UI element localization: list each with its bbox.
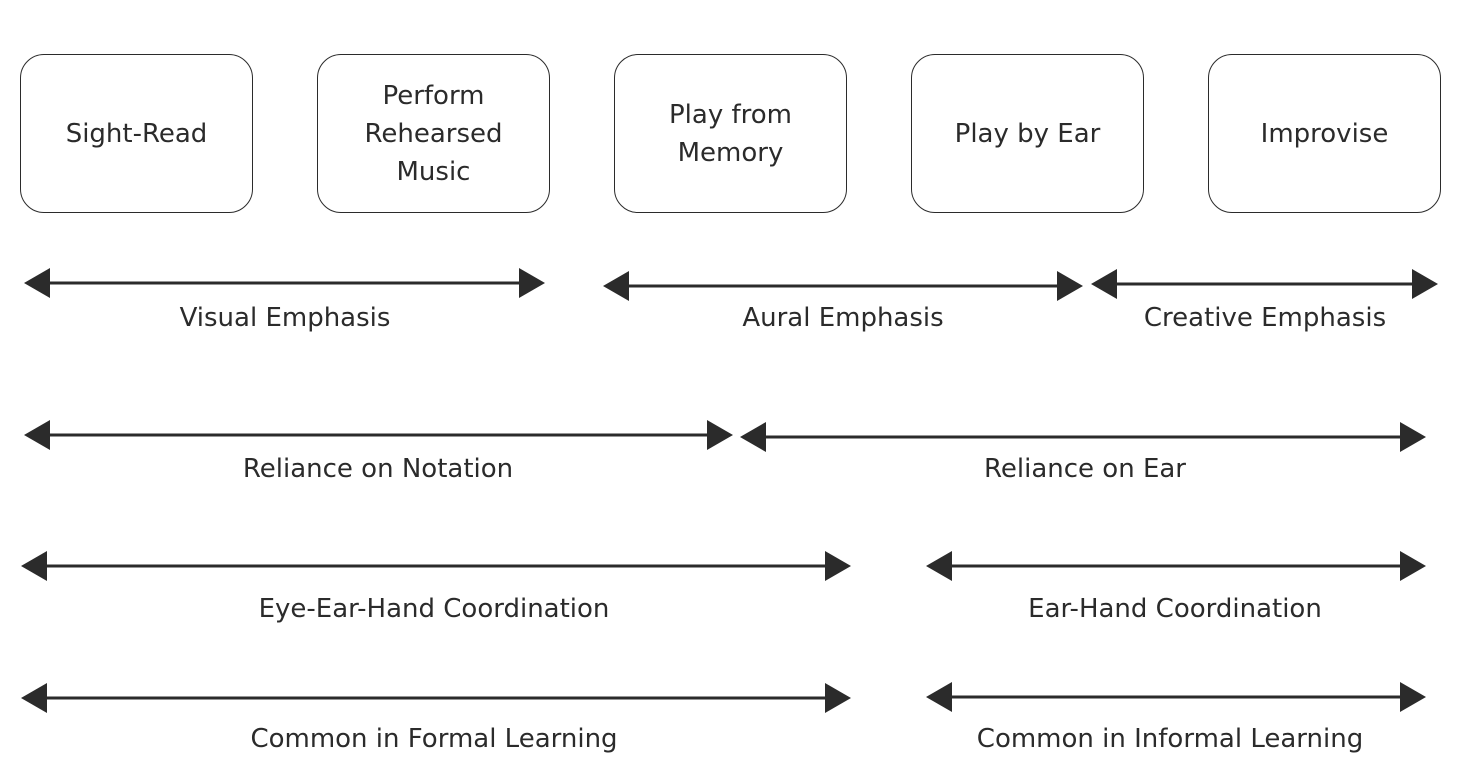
box-sight-read: Sight-Read — [20, 54, 253, 213]
label-aural-emphasis: Aural Emphasis — [742, 303, 944, 333]
double-arrow-creative-emphasis — [1091, 269, 1438, 299]
box-label: Play from Memory — [669, 99, 792, 168]
box-label: Perform Rehearsed Music — [364, 80, 503, 187]
box-improvise: Improvise — [1208, 54, 1441, 213]
label-visual-emphasis: Visual Emphasis — [179, 303, 391, 333]
label-common-in-informal-learning: Common in Informal Learning — [976, 724, 1364, 754]
label-ear-hand-coordination: Ear-Hand Coordination — [1028, 594, 1322, 624]
box-perform-rehearsed-music: Perform Rehearsed Music — [317, 54, 550, 213]
double-arrow-reliance-on-notation — [24, 420, 733, 450]
box-play-by-ear: Play by Ear — [911, 54, 1144, 213]
double-arrow-visual-emphasis — [24, 268, 545, 298]
label-eye-ear-hand-coordination: Eye-Ear-Hand Coordination — [258, 594, 610, 624]
double-arrow-formal-learning — [21, 683, 851, 713]
double-arrow-reliance-on-ear — [740, 422, 1426, 452]
box-label: Play by Ear — [954, 118, 1101, 149]
label-creative-emphasis: Creative Emphasis — [1143, 303, 1387, 333]
double-arrow-ear-hand-coordination — [926, 551, 1426, 581]
box-label: Sight-Read — [65, 118, 208, 149]
label-reliance-on-ear: Reliance on Ear — [983, 454, 1187, 484]
box-label: Improvise — [1260, 118, 1389, 149]
box-play-from-memory: Play from Memory — [614, 54, 847, 213]
double-arrow-eye-ear-hand-coordination — [21, 551, 851, 581]
double-arrow-informal-learning — [926, 682, 1426, 712]
label-reliance-on-notation: Reliance on Notation — [242, 454, 514, 484]
double-arrow-aural-emphasis — [603, 271, 1083, 301]
label-common-in-formal-learning: Common in Formal Learning — [250, 724, 618, 754]
